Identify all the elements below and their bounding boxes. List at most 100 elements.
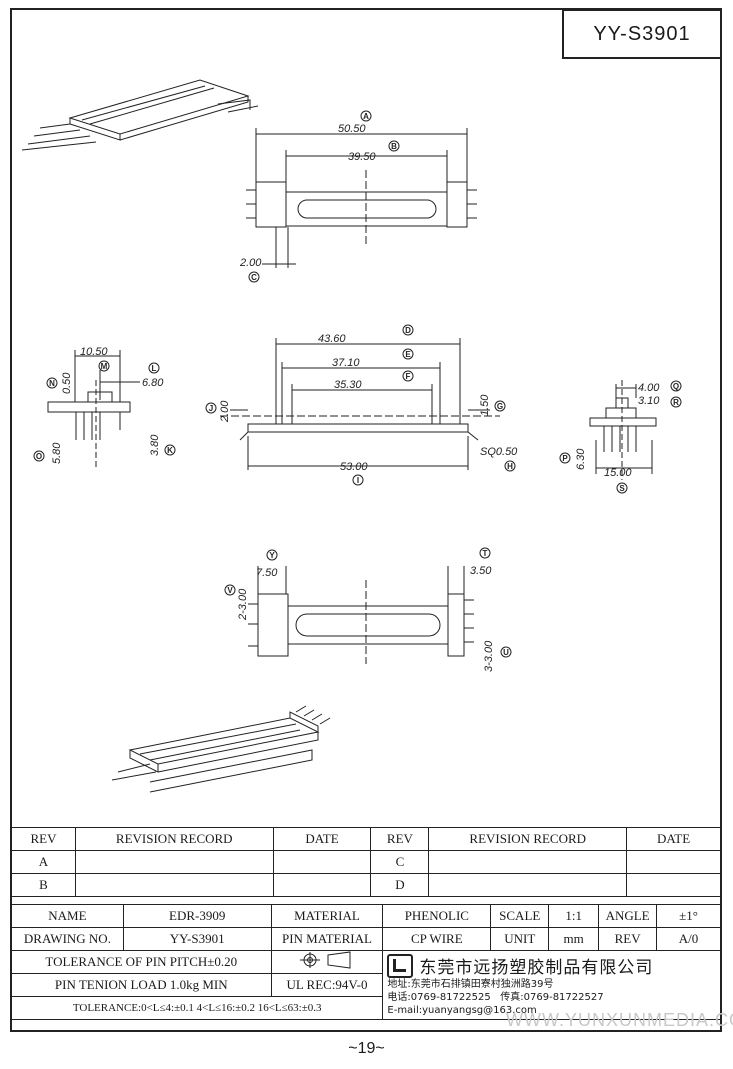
svg-text:1.50: 1.50 (479, 394, 491, 416)
angle-value: ±1° (656, 904, 721, 928)
svg-text:43.60: 43.60 (318, 333, 346, 345)
bottom-view (248, 566, 474, 664)
watermark: WWW.YUNXUNMEDIA.COM (506, 1010, 733, 1030)
unit-value: mm (548, 927, 600, 951)
angle-label: ANGLE (598, 904, 658, 928)
svg-text:J: J (209, 404, 213, 413)
svg-text:SQ0.50: SQ0.50 (480, 446, 518, 458)
page-number: ~19~ (348, 1040, 385, 1057)
svg-text:3.10: 3.10 (638, 395, 660, 407)
name-label: NAME (11, 904, 124, 928)
svg-text:T: T (483, 549, 488, 558)
material-label: MATERIAL (270, 904, 384, 928)
svg-text:N: N (49, 379, 55, 388)
rev-header: REV (370, 827, 430, 851)
svg-text:3.50: 3.50 (470, 565, 492, 577)
rev-label: REV (598, 927, 658, 951)
pin-material-value: CP WIRE (382, 927, 492, 951)
date-header: DATE (626, 827, 721, 851)
revision-table: REV REVISION RECORD DATE REV REVISION RE… (11, 827, 721, 897)
projection-symbol (270, 950, 384, 974)
revision-header-row: REV REVISION RECORD DATE REV REVISION RE… (11, 827, 721, 851)
svg-text:35.30: 35.30 (334, 379, 362, 391)
right-side-view (589, 380, 657, 480)
svg-text:2.00: 2.00 (219, 400, 231, 423)
svg-text:3.80: 3.80 (149, 434, 161, 456)
svg-text:O: O (36, 452, 42, 461)
table-row: TOLERANCE:0<L≤4:±0.1 4<L≤16:±0.2 16<L≤63… (10, 996, 721, 1020)
left-side-view (47, 350, 140, 470)
company-logo-icon (387, 953, 414, 978)
svg-text:R: R (673, 398, 679, 407)
svg-text:L: L (152, 364, 157, 373)
company-address: 地址:东莞市石排镇田寮村独洲路39号 (387, 979, 554, 990)
svg-text:37.10: 37.10 (332, 357, 360, 369)
company-phone: 电话:0769-81722525 (387, 992, 491, 1003)
svg-text:V: V (227, 586, 233, 595)
company-fax: 传真:0769-81722527 (500, 992, 604, 1003)
drawing-no-label: DRAWING NO. (11, 927, 124, 951)
tolerance-ranges: TOLERANCE:0<L≤4:±0.1 4<L≤16:±0.2 16<L≤63… (10, 996, 384, 1020)
svg-text:3-3.00: 3-3.00 (483, 640, 495, 672)
rev-value: A/0 (656, 927, 721, 951)
svg-text:G: G (497, 402, 503, 411)
svg-text:C: C (251, 273, 257, 282)
drawing-no-value: YY-S3901 (122, 927, 272, 951)
company-block: 东莞市远扬塑胶制品有限公司 地址:东莞市石排镇田寮村独洲路39号 电话:0769… (382, 950, 721, 1020)
svg-text:6.30: 6.30 (575, 448, 587, 470)
revision-record-header: REVISION RECORD (74, 827, 274, 851)
table-row: NAME EDR-3909 MATERIAL PHENOLIC SCALE 1:… (11, 904, 721, 928)
table-row: TOLERANCE OF PIN PITCH±0.20 东莞市远扬塑胶制品有限公… (11, 950, 721, 1020)
date-header: DATE (272, 827, 372, 851)
name-value: EDR-3909 (122, 904, 272, 928)
part-number: YY-S3901 (593, 22, 691, 45)
svg-text:U: U (503, 648, 509, 657)
pin-tension: PIN TENION LOAD 1.0kg MIN (11, 973, 272, 997)
svg-text:I: I (357, 476, 359, 485)
material-value: PHENOLIC (382, 904, 492, 928)
svg-text:D: D (405, 326, 411, 335)
title-block-table: NAME EDR-3909 MATERIAL PHENOLIC SCALE 1:… (10, 904, 721, 1020)
svg-text:F: F (406, 372, 411, 381)
ul-rec: UL REC:94V-0 (270, 973, 384, 997)
isometric-view-bottom (111, 705, 331, 793)
scale-value: 1:1 (548, 904, 600, 928)
svg-text:2-3.00: 2-3.00 (237, 588, 249, 621)
front-view (220, 338, 500, 470)
svg-text:B: B (391, 142, 397, 151)
table-row: B D (11, 873, 721, 897)
tolerance-pitch: TOLERANCE OF PIN PITCH±0.20 (11, 950, 272, 974)
top-view (246, 128, 477, 268)
dim-B-value: 39.50 (348, 151, 376, 163)
table-row: DRAWING NO. YY-S3901 PIN MATERIAL CP WIR… (11, 927, 721, 951)
company-email: E-mail:yuanyangsg@163.com (387, 1005, 537, 1016)
svg-text:0.50: 0.50 (61, 372, 73, 394)
table-row: A C (11, 850, 721, 874)
pin-material-label: PIN MATERIAL (270, 927, 384, 951)
svg-text:P: P (562, 454, 568, 463)
svg-text:10.50: 10.50 (80, 346, 108, 358)
first-angle-projection-icon (299, 951, 351, 969)
dim-A-value: 50.50 (338, 123, 366, 135)
svg-text:K: K (167, 446, 173, 455)
svg-text:E: E (405, 350, 411, 359)
drawing-frame (10, 8, 722, 1032)
svg-text:5.80: 5.80 (51, 442, 63, 464)
revision-record-header: REVISION RECORD (428, 827, 628, 851)
dim-C-value: 2.00 (239, 257, 262, 269)
part-number-box: YY-S3901 (562, 9, 722, 59)
scale-label: SCALE (490, 904, 550, 928)
svg-text:15.00: 15.00 (604, 467, 632, 479)
isometric-view-top (21, 79, 259, 151)
svg-text:Q: Q (673, 382, 679, 391)
svg-text:6.80: 6.80 (142, 377, 164, 389)
svg-text:M: M (101, 362, 108, 371)
svg-text:A: A (363, 112, 369, 121)
svg-text:H: H (507, 462, 513, 471)
svg-text:Y: Y (269, 551, 275, 560)
svg-text:7.50: 7.50 (256, 567, 278, 579)
technical-drawing: 50.50 A 39.50 B 2.00 C 10.50 M 6.80 L 0.… (21, 79, 682, 793)
svg-text:4.00: 4.00 (638, 382, 660, 394)
unit-label: UNIT (490, 927, 550, 951)
svg-text:53.00: 53.00 (340, 461, 368, 473)
